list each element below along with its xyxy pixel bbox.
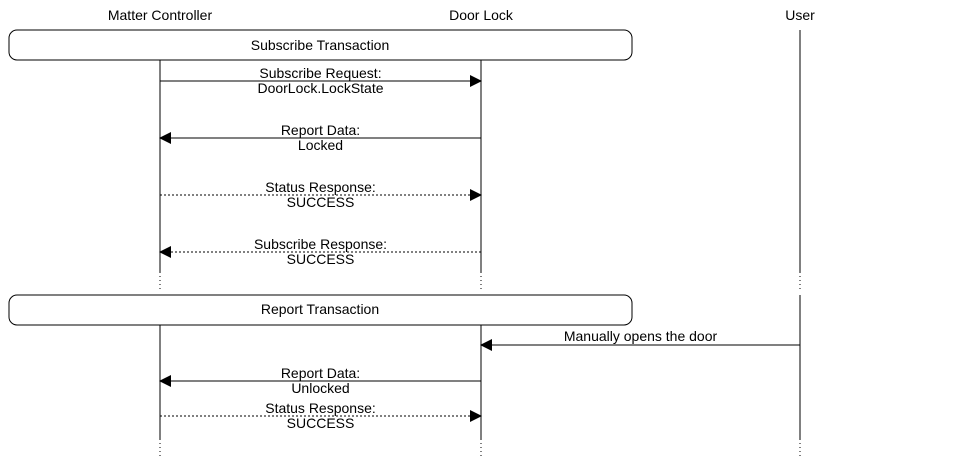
message-label: Subscribe Request: <box>259 65 381 81</box>
message-label: Unlocked <box>291 380 349 396</box>
group-label-report-transaction: Report Transaction <box>261 301 379 317</box>
message-label: Status Response: <box>265 400 376 416</box>
participant-label-matter-controller: Matter Controller <box>108 7 213 23</box>
message-label: Status Response: <box>265 179 376 195</box>
message-label: Locked <box>298 137 343 153</box>
message-label: Subscribe Response: <box>254 236 387 252</box>
message-label: Report Data: <box>281 122 360 138</box>
message-label: SUCCESS <box>287 251 355 267</box>
message-label: Manually opens the door <box>564 328 718 344</box>
message-label: DoorLock.LockState <box>257 80 383 96</box>
message-label: SUCCESS <box>287 194 355 210</box>
participant-label-user: User <box>785 7 815 23</box>
message-label: SUCCESS <box>287 415 355 431</box>
message-label: Report Data: <box>281 365 360 381</box>
group-box-subscribe-transaction <box>8 29 633 61</box>
participant-label-door-lock: Door Lock <box>449 7 514 23</box>
group-box-report-transaction <box>8 294 633 326</box>
messages-layer: Subscribe Request:DoorLock.LockStateRepo… <box>159 65 800 431</box>
group-label-subscribe-transaction: Subscribe Transaction <box>251 37 390 53</box>
